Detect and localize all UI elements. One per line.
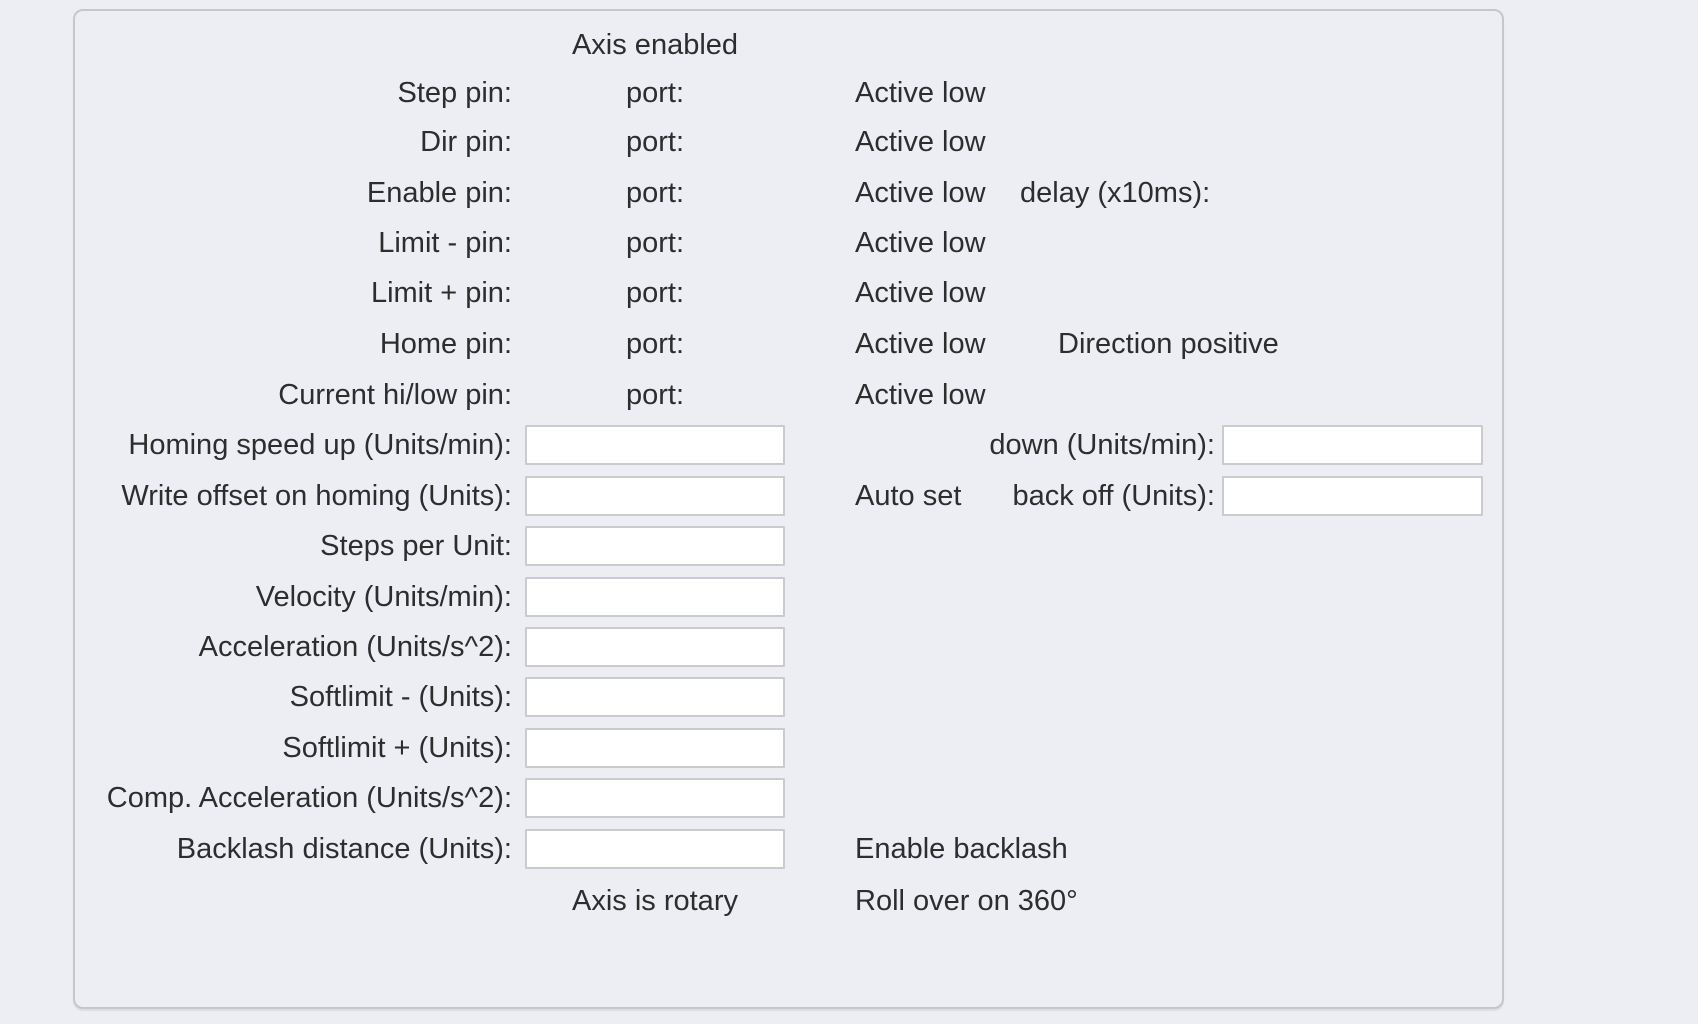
acceleration-input[interactable] — [525, 627, 785, 667]
axis-settings-panel: Axis enabled Step pin: port: Active low … — [73, 9, 1504, 1009]
dir-pin-port-label: port: — [625, 126, 685, 158]
axis-enabled-toggle[interactable]: Axis enabled — [571, 29, 739, 61]
axis-is-rotary-toggle[interactable]: Axis is rotary — [572, 885, 738, 917]
softlimit-minus-input[interactable] — [525, 677, 785, 717]
homing-speed-down-input[interactable] — [1222, 425, 1483, 465]
step-pin-label: Step pin: — [397, 77, 512, 109]
current-hilow-pin-port-label: port: — [625, 379, 685, 411]
softlimit-plus-input[interactable] — [525, 728, 785, 768]
limit-minus-pin-active-low-toggle[interactable]: Active low — [855, 227, 986, 259]
limit-plus-pin-active-low-toggle[interactable]: Active low — [855, 277, 986, 309]
homing-speed-down-label: down (Units/min): — [989, 429, 1215, 461]
enable-backlash-toggle[interactable]: Enable backlash — [855, 833, 1068, 865]
homing-speed-up-input[interactable] — [525, 425, 785, 465]
acceleration-label: Acceleration (Units/s^2): — [198, 631, 512, 663]
limit-plus-pin-label: Limit + pin: — [370, 277, 512, 309]
steps-per-unit-input[interactable] — [525, 526, 785, 566]
current-hilow-pin-active-low-toggle[interactable]: Active low — [855, 379, 986, 411]
auto-set-toggle[interactable]: Auto set — [855, 480, 962, 512]
home-pin-port-label: port: — [625, 328, 685, 360]
homing-speed-up-label: Homing speed up (Units/min): — [128, 429, 512, 461]
home-pin-label: Home pin: — [379, 328, 512, 360]
dir-pin-label: Dir pin: — [420, 126, 512, 158]
write-offset-label: Write offset on homing (Units): — [121, 480, 512, 512]
dir-pin-active-low-toggle[interactable]: Active low — [855, 126, 986, 158]
enable-pin-delay-label: delay (x10ms): — [1020, 177, 1211, 209]
home-pin-active-low-toggle[interactable]: Active low — [855, 328, 986, 360]
velocity-label: Velocity (Units/min): — [255, 581, 512, 613]
step-pin-active-low-toggle[interactable]: Active low — [855, 77, 986, 109]
enable-pin-port-label: port: — [625, 177, 685, 209]
limit-minus-pin-label: Limit - pin: — [378, 227, 512, 259]
current-hilow-pin-label: Current hi/low pin: — [278, 379, 512, 411]
roll-over-360-toggle[interactable]: Roll over on 360° — [855, 885, 1078, 917]
backlash-distance-input[interactable] — [525, 829, 785, 869]
comp-acceleration-label: Comp. Acceleration (Units/s^2): — [106, 782, 512, 814]
comp-acceleration-input[interactable] — [525, 778, 785, 818]
limit-plus-pin-port-label: port: — [625, 277, 685, 309]
backlash-distance-label: Backlash distance (Units): — [176, 833, 512, 865]
write-offset-input[interactable] — [525, 476, 785, 516]
softlimit-minus-label: Softlimit - (Units): — [289, 681, 512, 713]
limit-minus-pin-port-label: port: — [625, 227, 685, 259]
velocity-input[interactable] — [525, 577, 785, 617]
home-direction-positive-toggle[interactable]: Direction positive — [1058, 328, 1279, 360]
enable-pin-active-low-toggle[interactable]: Active low — [855, 177, 986, 209]
back-off-label: back off (Units): — [1012, 480, 1215, 512]
enable-pin-label: Enable pin: — [366, 177, 512, 209]
step-pin-port-label: port: — [625, 77, 685, 109]
steps-per-unit-label: Steps per Unit: — [320, 530, 512, 562]
softlimit-plus-label: Softlimit + (Units): — [282, 732, 512, 764]
back-off-input[interactable] — [1222, 476, 1483, 516]
